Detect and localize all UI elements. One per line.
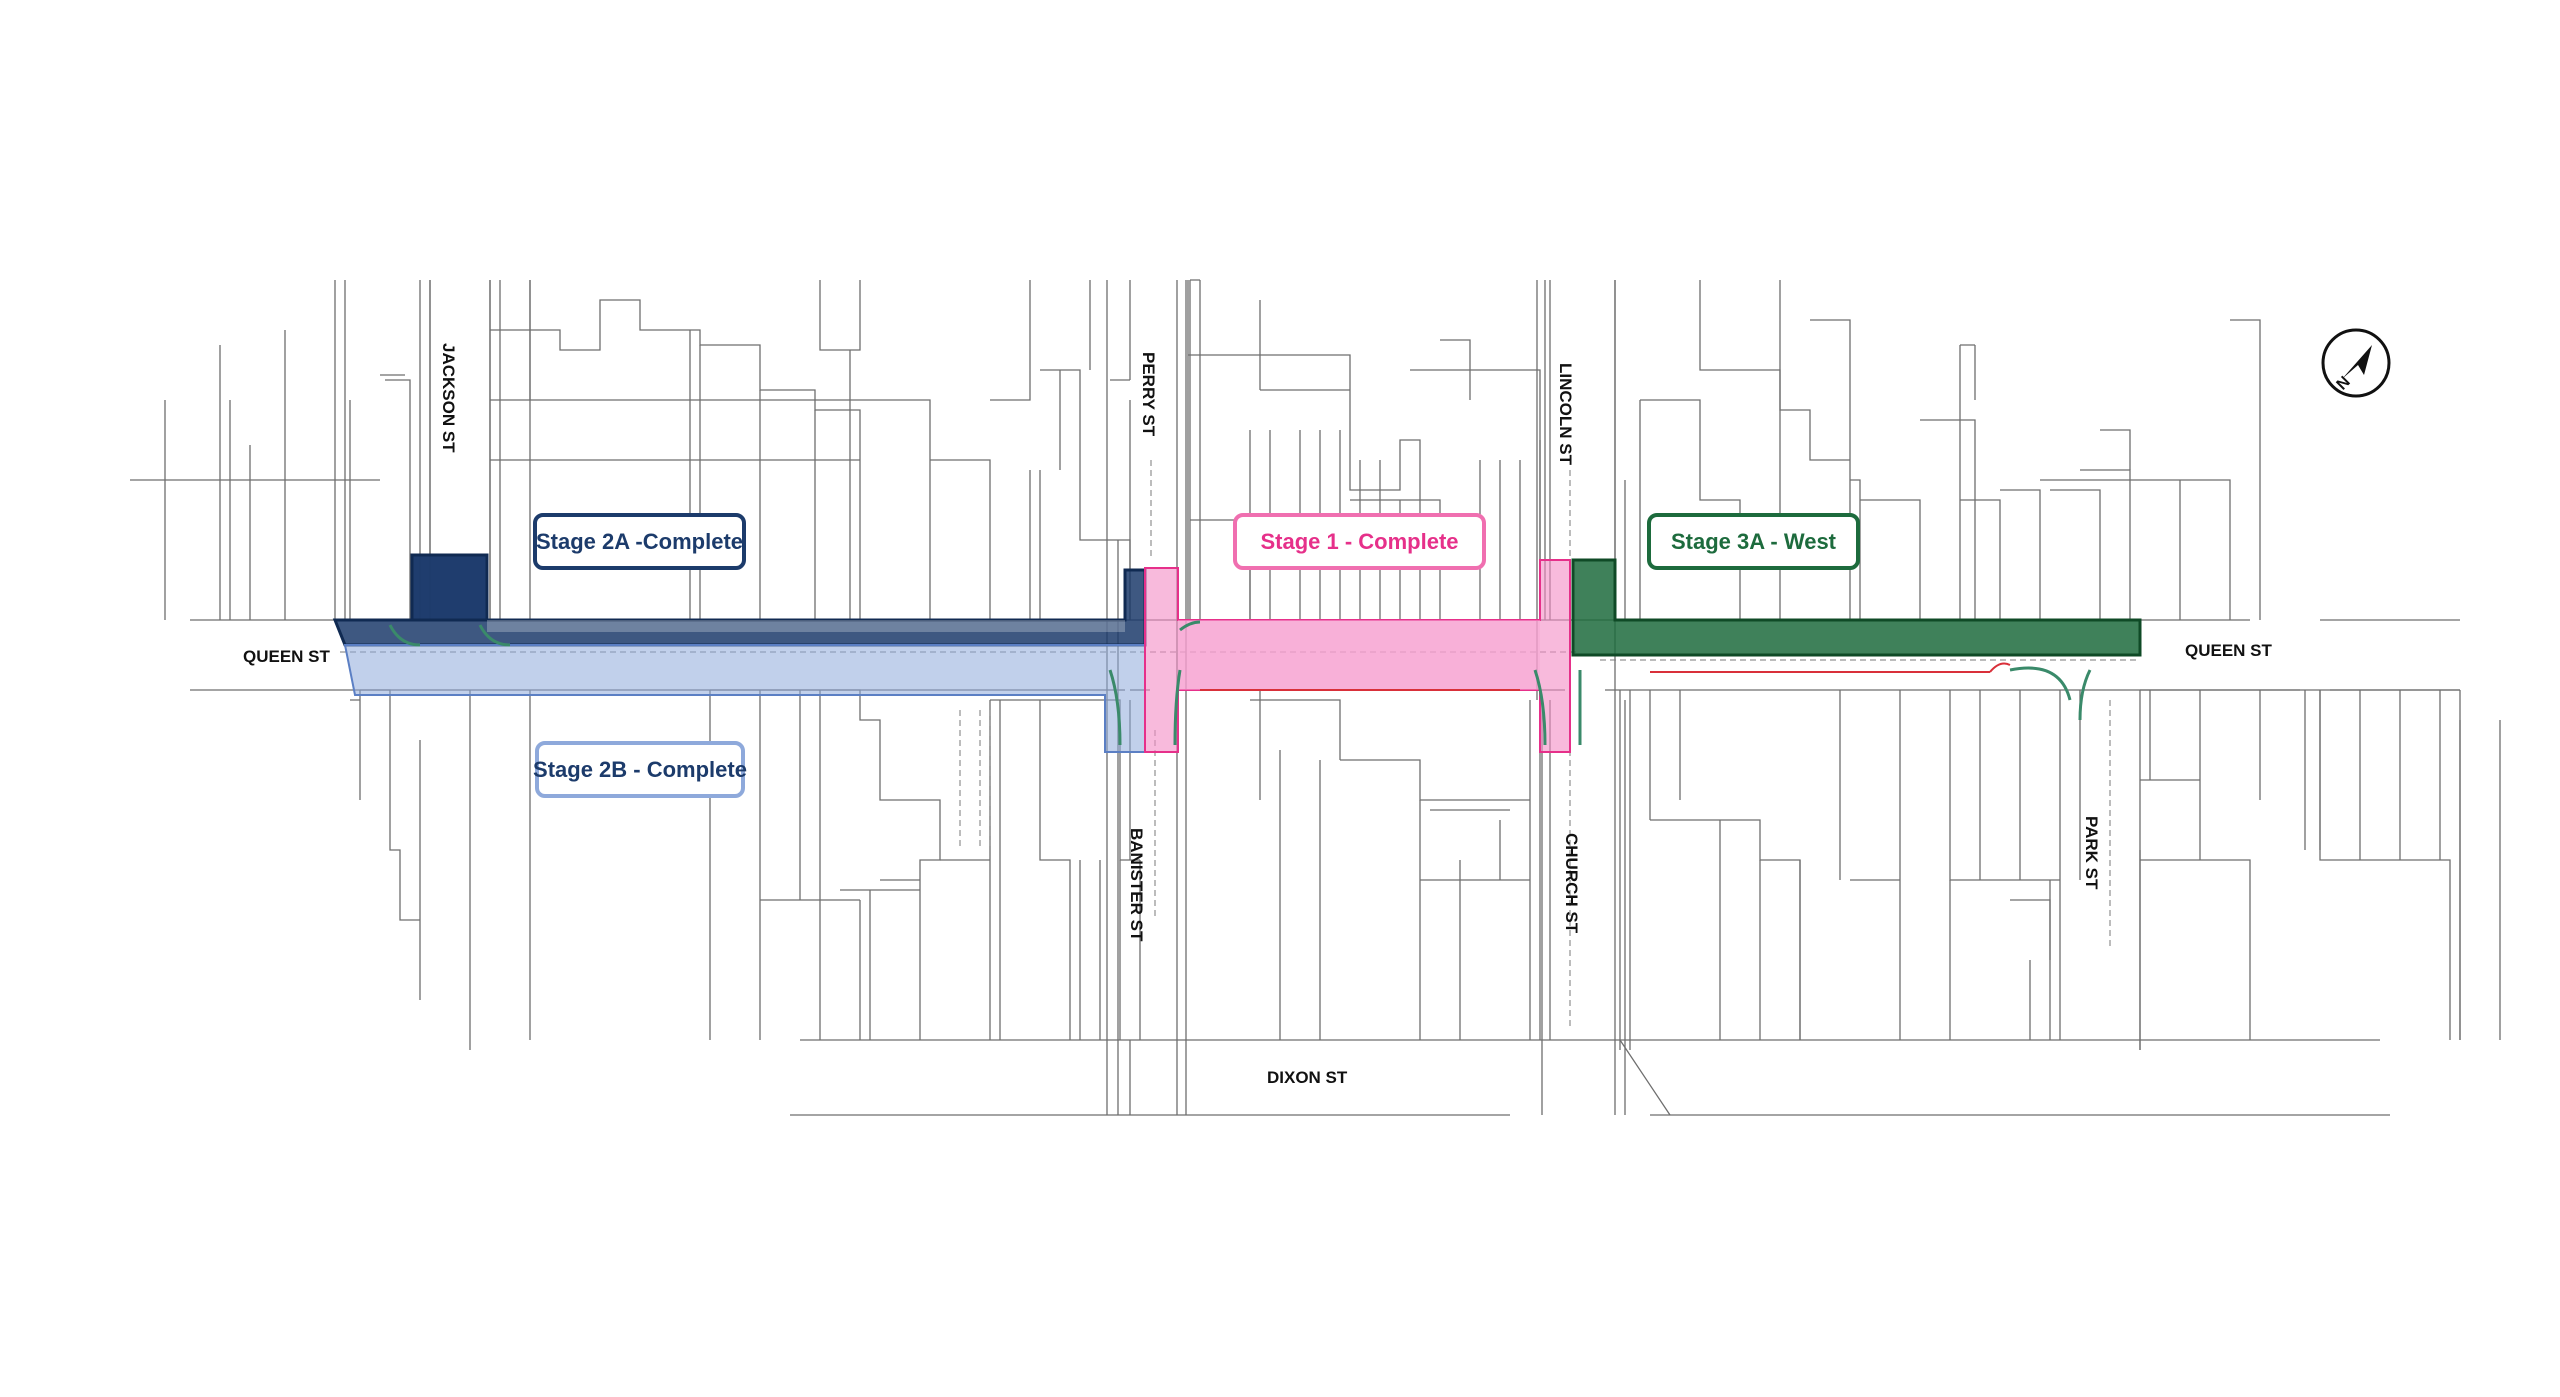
street-label-perry: PERRY ST	[1139, 352, 1158, 437]
stage-2b-label: Stage 2B - Complete	[533, 741, 747, 798]
stage-1-name: Stage 1 -	[1260, 528, 1359, 554]
street-label-queen-east: QUEEN ST	[2185, 641, 2273, 660]
stage-2a-name: Stage 2A -	[535, 528, 643, 554]
stage-2a-area	[332, 553, 1147, 647]
north-arrow-icon: N	[2321, 328, 2391, 398]
stage-1-status: Complete	[1358, 528, 1459, 554]
street-label-dixon: DIXON ST	[1267, 1068, 1348, 1087]
street-label-church: CHURCH ST	[1562, 833, 1581, 934]
red-kerb-details	[1200, 662, 2011, 691]
stage-2b-name: Stage 2B -	[533, 756, 647, 782]
stage-2a-label: Stage 2A -Complete	[533, 513, 746, 570]
street-label-queen-west: QUEEN ST	[243, 647, 331, 666]
street-label-park: PARK ST	[2082, 816, 2101, 890]
stage-2b-status: Complete	[646, 756, 747, 782]
street-label-lincoln: LINCOLN ST	[1556, 363, 1575, 466]
stage-2b-area	[343, 644, 1146, 753]
stage-1-area	[1144, 559, 1571, 753]
parcel-lines	[130, 279, 2501, 1116]
stage-2a-status: Complete	[642, 528, 744, 554]
street-label-banister: BANISTER ST	[1127, 828, 1146, 942]
street-label-jackson: JACKSON ST	[439, 343, 458, 453]
kerb-details	[388, 620, 2092, 746]
stage-3a-area	[1571, 558, 2142, 657]
stage-3a-label: Stage 3A - West	[1647, 513, 1860, 570]
stage-1-label: Stage 1 - Complete	[1233, 513, 1486, 570]
stage-3a-name: Stage 3A - West	[1670, 528, 1837, 554]
